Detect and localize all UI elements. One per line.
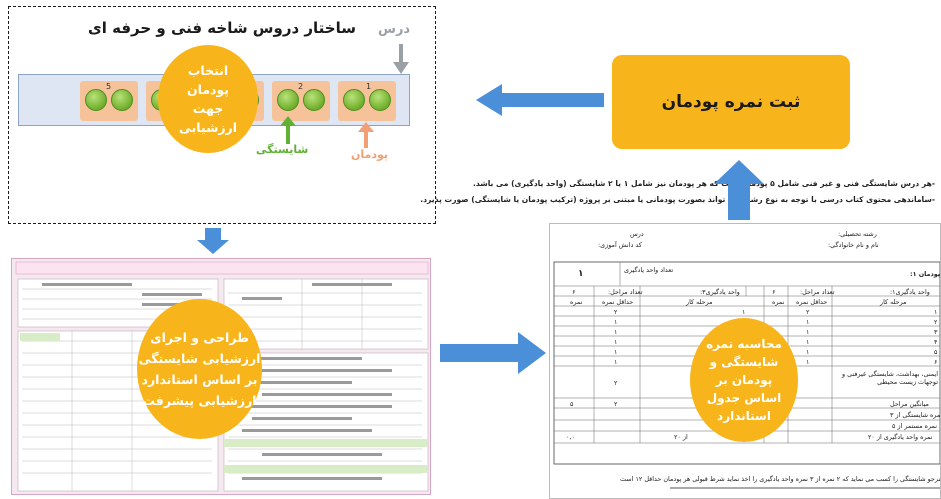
select-module-bubble: انتخاب پودمان جهت ارزشیابی <box>158 45 258 153</box>
step-1: ۱ <box>934 308 938 316</box>
min-score-5: ۱ <box>806 348 810 356</box>
field-school-code: کد دانش آموزی: <box>598 241 642 249</box>
footer-lines <box>670 487 940 489</box>
panel-title: ساختار دروس شاخه فنی و حرفه ای <box>88 19 356 37</box>
design-assessment-text: طراحی و اجرای ارزشیابی شایستگی بر اساس ا… <box>138 330 261 408</box>
min-score-2: ۱ <box>806 318 810 326</box>
stage-count-1: تعداد مراحل: <box>800 288 835 296</box>
module-number: 2 <box>298 82 304 91</box>
field-name: نام و نام خانوادگی: <box>828 241 879 249</box>
cont-row: نمره مستمر از ۵ <box>892 422 938 430</box>
module-1: 1 <box>338 81 396 121</box>
structure-note-2: -ساماندهی محتوی کتاب درسی با توجه به نوع… <box>420 195 935 204</box>
structure-note-1: -هر درس شایستگی فنی و غیر فنی شامل ۵ پود… <box>472 179 935 188</box>
skill-dot <box>111 89 133 111</box>
skill-label: شایستگی <box>256 143 309 156</box>
left-arrow-top <box>476 84 604 116</box>
score3-row: نمره شایستگی از ۳ <box>890 411 941 419</box>
skill-pointer-arrow <box>280 116 296 144</box>
module-number: 5 <box>106 82 112 91</box>
col-min-left: حداقل نمره <box>602 298 634 306</box>
left-min-6: ۱ <box>614 358 618 366</box>
step-2: ۲ <box>934 318 938 326</box>
unit-1-label: واحد یادگیری۱: <box>890 288 930 296</box>
field-course: درس <box>630 230 644 238</box>
avg-row: میانگین مراحل <box>890 400 929 408</box>
score-table-grid <box>553 261 940 465</box>
left-min-5: ۱ <box>614 348 618 356</box>
calculate-score-bubble: محاسبه نمره شایستگی و پودمان بر اساس جدو… <box>690 318 798 442</box>
left-min-1: ۲ <box>614 308 618 316</box>
unit-2-label: واحد یادگیری۳: <box>700 288 740 296</box>
col-step-left: مرحله کار <box>686 298 713 306</box>
module-label: پودمان <box>351 148 389 161</box>
step-4: ۴ <box>934 338 938 346</box>
min-score-1: ۲ <box>806 308 810 316</box>
avg-value: ۲ <box>614 400 618 408</box>
module-2: 2 <box>272 81 330 121</box>
module-pointer-arrow <box>358 122 374 148</box>
lesson-pointer-arrow <box>393 44 409 74</box>
module-title: پودمان ۱: <box>910 270 941 278</box>
col-score-left: نمره <box>570 298 583 306</box>
unit-score-row-left: از ۲۰ <box>674 433 688 441</box>
col-step-right: مرحله کار <box>880 298 907 306</box>
left-step-1: ۱ <box>742 308 746 316</box>
skill-dot <box>277 89 299 111</box>
stage-count-2: تعداد مراحل: <box>608 288 643 296</box>
unit-count-label: تعداد واحد یادگیری <box>624 266 674 274</box>
record-module-score-box: ثبت نمره پودمان <box>612 55 850 149</box>
unit-score-row: نمره واحد یادگیری از ۲۰ <box>868 433 933 441</box>
min-score-3: ۱ <box>806 328 810 336</box>
min-score-4: ۱ <box>806 338 810 346</box>
safety-row: ایمنی، بهداشت، شایستگی غیرفنی و توجهات ز… <box>842 370 938 386</box>
step-6: ۶ <box>934 358 938 366</box>
left-min-safety: ۲ <box>614 379 618 387</box>
skill-dot <box>303 89 325 111</box>
step-3: ۳ <box>934 328 938 336</box>
step-5: ۵ <box>934 348 938 356</box>
avg-score: ۵ <box>570 400 574 408</box>
left-total: ۰,۰ <box>566 433 575 441</box>
right-arrow-bottom <box>440 332 546 374</box>
design-assessment-bubble: طراحی و اجرای ارزشیابی شایستگی بر اساس ا… <box>137 299 262 439</box>
up-arrow <box>714 160 764 220</box>
left-min-2: ۱ <box>614 318 618 326</box>
module-5: 5 <box>80 81 138 121</box>
skill-dot <box>369 89 391 111</box>
footer-note: هنرجو شایستگی را کسب می نماید که ۲ نمره … <box>620 475 941 483</box>
left-min-3: ۱ <box>614 328 618 336</box>
calculate-score-text: محاسبه نمره شایستگی و پودمان بر اساس جدو… <box>706 337 782 423</box>
min-score-6: ۱ <box>806 358 810 366</box>
skill-dot <box>85 89 107 111</box>
col-score-right: نمره <box>772 298 785 306</box>
unit-count-value: ۱ <box>578 269 584 279</box>
lesson-label: درس <box>378 22 411 37</box>
skill-dot <box>343 89 365 111</box>
down-arrow <box>197 228 229 254</box>
col-min-right: حداقل نمره <box>796 298 828 306</box>
stage-count-2-value: ۶ <box>572 288 576 296</box>
field-major: رشته تحصیلی: <box>838 230 877 238</box>
left-min-4: ۱ <box>614 338 618 346</box>
select-module-text: انتخاب پودمان جهت ارزشیابی <box>178 63 238 135</box>
stage-count-1-value: ۶ <box>772 288 776 296</box>
module-number: 1 <box>366 82 372 91</box>
record-module-score-label: ثبت نمره پودمان <box>661 92 801 112</box>
